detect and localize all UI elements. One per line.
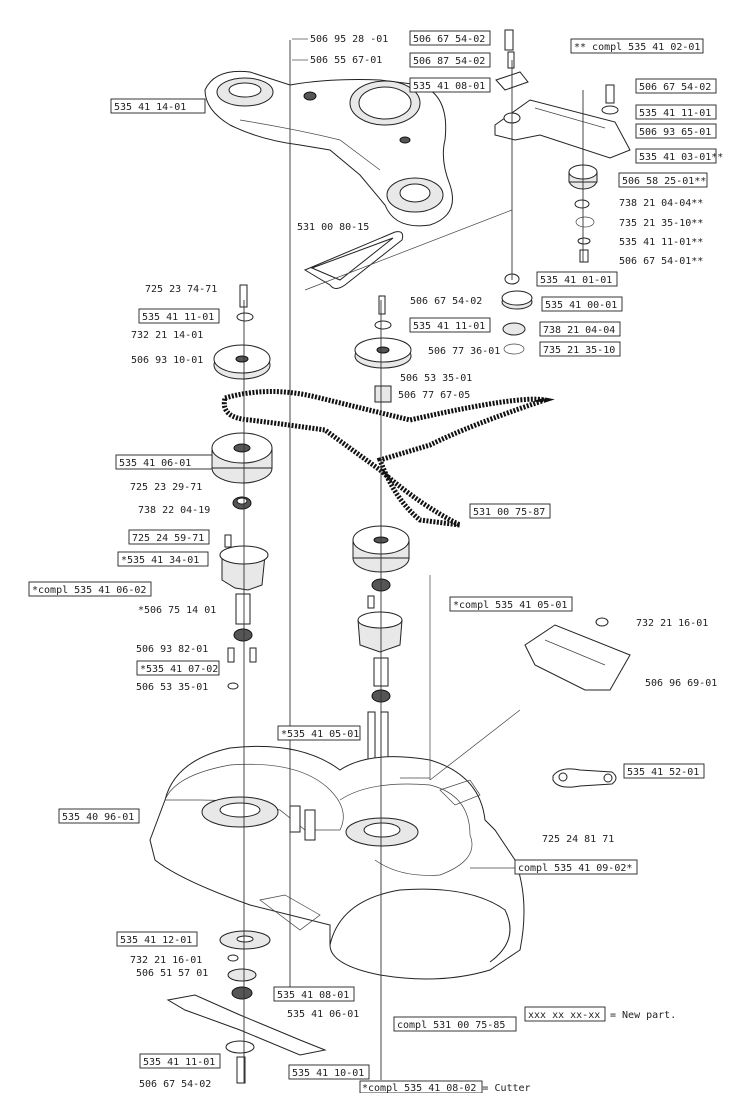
center-pulley-drawing <box>354 295 412 403</box>
label-p30: 725 23 29-71 <box>130 482 202 493</box>
label-p12: 738 21 04-04** <box>619 198 703 209</box>
label-p10: 535 41 03-01** <box>639 152 723 163</box>
label-p03: 535 41 14-01 <box>114 102 186 113</box>
label-p44: 535 41 52-01 <box>627 767 699 778</box>
label-p11: 506 58 25-01** <box>622 176 706 187</box>
label-p32: 531 00 75-87 <box>473 507 545 518</box>
label-p14: 535 41 11-01** <box>619 237 703 248</box>
label-p31: 738 22 04-19 <box>138 505 210 516</box>
new-part-note: = New part. <box>610 1010 676 1021</box>
label-p04: 531 00 80-15 <box>297 222 369 233</box>
label-p38: 506 93 82-01 <box>136 644 208 655</box>
label-p42: 732 21 16-01 <box>636 618 708 629</box>
label-p08: 535 41 11-01 <box>639 108 711 119</box>
label-p15: 506 67 54-01** <box>619 256 703 267</box>
right-idler-drawing <box>501 273 533 355</box>
label-p46: 725 24 81 71 <box>542 834 614 845</box>
label-p16: 535 41 01-01 <box>540 275 612 286</box>
label-p54: 535 41 11-01 <box>143 1057 215 1068</box>
label-p57: *compl 535 41 08-02 = Cutter <box>362 1083 531 1093</box>
label-p49: 732 21 16-01 <box>130 955 202 966</box>
label-p36: *compl 535 41 05-01 <box>453 600 567 611</box>
label-p37: *506 75 14 01 <box>138 605 216 616</box>
part-labels: ** compl 535 41 02-01 506 95 28 -01 506 … <box>28 30 723 1094</box>
label-p41: *535 41 05-01 <box>281 729 359 740</box>
label-p28: 506 77 67-05 <box>398 390 470 401</box>
label-p50: 506 51 57 01 <box>136 968 208 979</box>
label-p40: 506 53 35-01 <box>136 682 208 693</box>
label-p26: 506 77 36-01 <box>428 346 500 357</box>
label-p02: 506 55 67-01 <box>310 55 382 66</box>
label-p18: 738 21 04-04 <box>543 325 615 336</box>
leader-lines <box>243 40 584 1083</box>
assembly-note: ** compl 535 41 02-01 <box>574 42 700 53</box>
label-p29: 535 41 06-01 <box>119 458 191 469</box>
mower-deck-drawing <box>149 745 525 980</box>
label-p25: 535 41 11-01 <box>413 321 485 332</box>
left-pulley-stack-drawing <box>213 284 271 380</box>
mounting-bracket-drawing <box>524 617 631 691</box>
label-p35: *compl 535 41 06-02 <box>32 585 146 596</box>
tensioner-bracket-drawing <box>494 29 631 159</box>
label-p52: 535 41 06-01 <box>287 1009 359 1020</box>
label-p39: *535 41 07-02 <box>140 664 218 675</box>
label-p34: *535 41 34-01 <box>121 555 199 566</box>
link-arm-drawing <box>552 768 617 788</box>
label-p23: 506 93 10-01 <box>131 355 203 366</box>
label-p47: compl 535 41 09-02* <box>518 863 632 874</box>
label-p13: 735 21 35-10** <box>619 218 703 229</box>
label-p22: 732 21 14-01 <box>131 330 203 341</box>
label-p53: compl 531 00 75-85 <box>397 1020 505 1031</box>
label-p55: 535 41 10-01 <box>292 1068 364 1079</box>
left-spindle-gear-drawing <box>211 432 273 548</box>
label-p06: 506 87 54-02 <box>413 56 485 67</box>
label-p19: 735 21 35-10 <box>543 345 615 356</box>
label-p33: 725 24 59-71 <box>132 533 204 544</box>
new-part-code: xxx xx xx-xx <box>528 1010 600 1021</box>
label-p20: 725 23 74-71 <box>145 284 217 295</box>
label-p05b: 506 67 54-02 <box>639 82 711 93</box>
toothed-belt-drawing <box>221 389 555 528</box>
label-p09: 506 93 65-01 <box>639 127 711 138</box>
label-p51: 535 41 08-01 <box>277 990 349 1001</box>
label-p43: 506 96 69-01 <box>645 678 717 689</box>
small-belt-drawing <box>303 231 404 289</box>
left-spindle-housing-drawing <box>219 545 269 690</box>
label-p45: 535 40 96-01 <box>62 812 134 823</box>
label-p56: 506 67 54-02 <box>139 1079 211 1090</box>
blade-assembly-drawing <box>166 930 327 1084</box>
label-p05: 506 67 54-02 <box>413 34 485 45</box>
label-p01: 506 95 28 -01 <box>310 34 388 45</box>
label-p48: 535 41 12-01 <box>120 935 192 946</box>
label-p21: 535 41 11-01 <box>142 312 214 323</box>
label-p17: 535 41 00-01 <box>545 300 617 311</box>
label-p24: 506 67 54-02 <box>410 296 482 307</box>
belt-guard-drawing <box>204 70 453 227</box>
label-p27: 506 53 35-01 <box>400 373 472 384</box>
label-p07: 535 41 08-01 <box>413 81 485 92</box>
